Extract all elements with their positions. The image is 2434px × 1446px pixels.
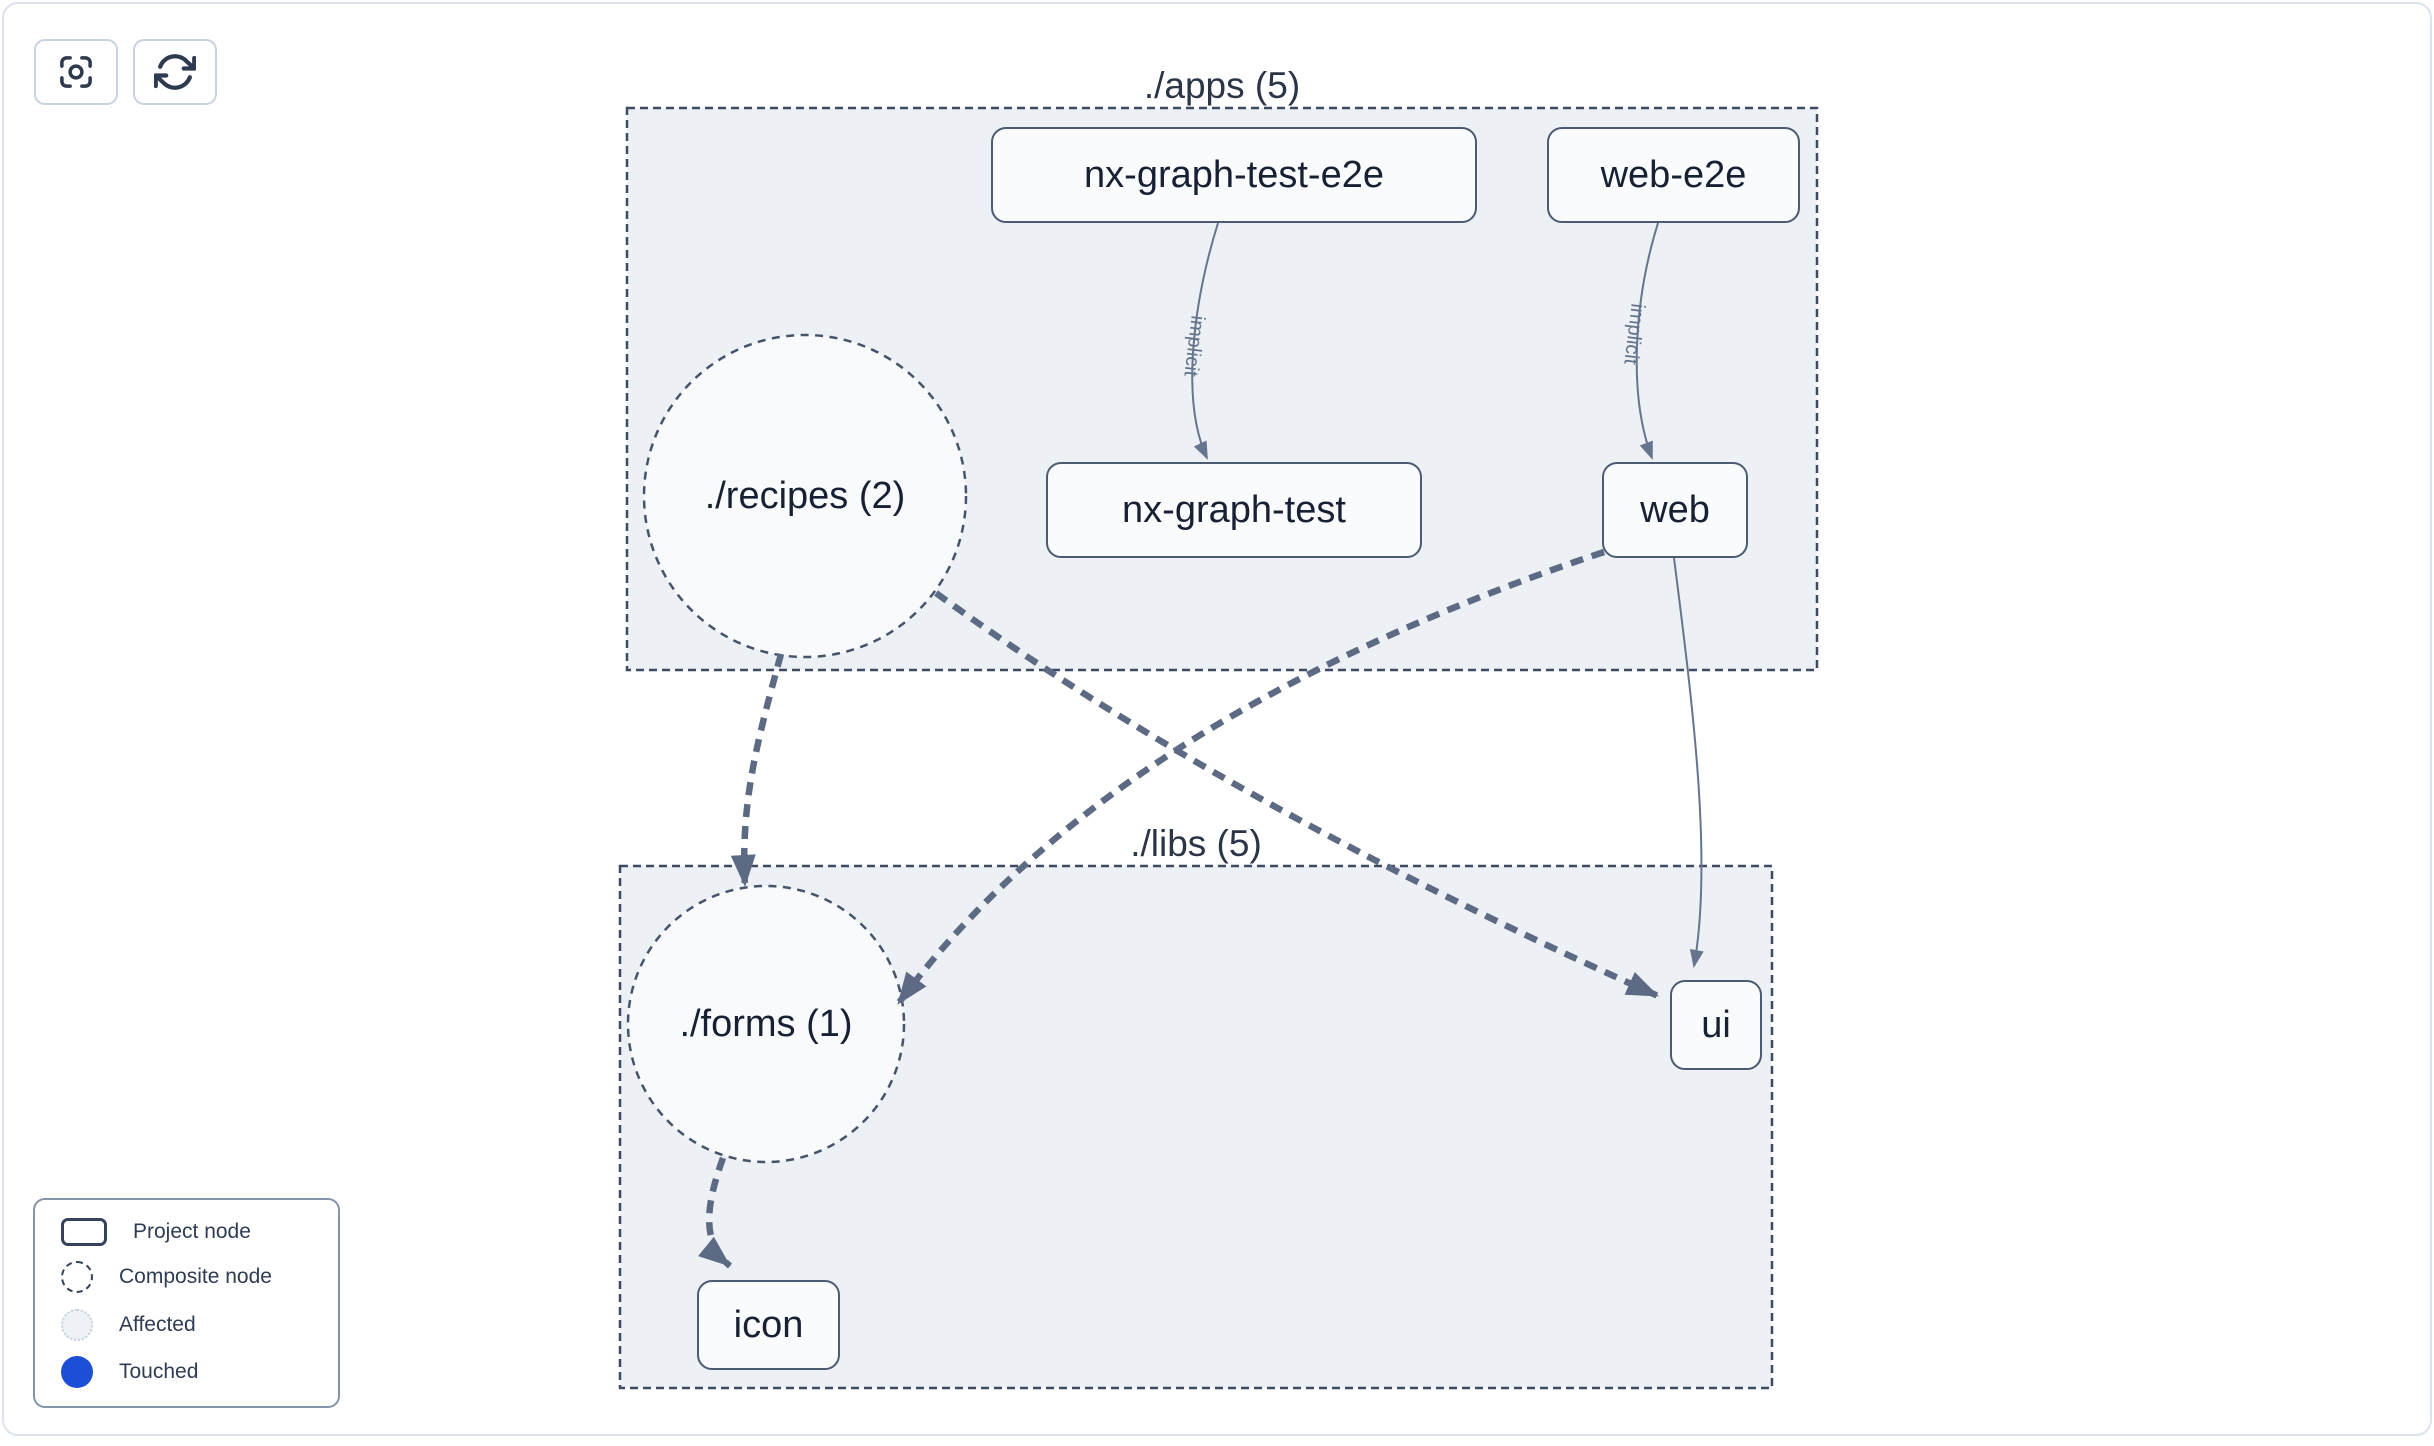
composite-forms-label[interactable]: ./forms (1) [679, 1002, 853, 1045]
edge-recipes-to-forms [730, 653, 785, 887]
edge-web-to-forms [895, 548, 1606, 1006]
affected-swatch [61, 1308, 93, 1341]
node-ui[interactable]: ui [1670, 980, 1762, 1070]
node-web[interactable]: web [1602, 462, 1748, 558]
legend-item-affected: Affected [35, 1308, 338, 1341]
composite-node-recipes[interactable] [642, 333, 968, 659]
edge-web-e2e-to-web [1635, 222, 1659, 460]
project-node-swatch [61, 1217, 107, 1246]
focus-icon [56, 52, 96, 92]
composite-recipes-label[interactable]: ./recipes (2) [704, 474, 906, 517]
edge-forms-to-icon [698, 1156, 733, 1269]
edge-recipes-to-ui [934, 590, 1660, 999]
edge-web-to-ui [1673, 557, 1704, 968]
node-nx-graph-test[interactable]: nx-graph-test [1046, 462, 1422, 558]
edge-nx-graph-test-e2e-to-nx-graph-test [1191, 222, 1219, 460]
node-nx-graph-test-e2e[interactable]: nx-graph-test-e2e [991, 127, 1477, 223]
legend-item-composite-node: Composite node [35, 1261, 338, 1294]
node-web-e2e[interactable]: web-e2e [1547, 127, 1800, 223]
legend-label: Touched [119, 1360, 199, 1384]
cluster-libs-label: ./libs (5) [1130, 823, 1262, 864]
legend-item-project-node: Project node [35, 1217, 338, 1246]
toolbar [34, 39, 217, 105]
legend-label: Composite node [119, 1265, 272, 1289]
refresh-icon [154, 51, 196, 93]
center-graph-button[interactable] [34, 39, 118, 105]
legend-item-touched: Touched [35, 1356, 338, 1389]
legend: Project node Composite node Affected Tou… [33, 1198, 340, 1408]
refresh-graph-button[interactable] [133, 39, 217, 105]
legend-label: Affected [119, 1312, 196, 1336]
composite-node-swatch [61, 1261, 93, 1294]
cluster-apps-label: ./apps (5) [1143, 65, 1301, 106]
node-icon[interactable]: icon [697, 1280, 840, 1370]
legend-label: Project node [133, 1219, 251, 1243]
composite-node-forms[interactable] [626, 884, 906, 1164]
touched-swatch [61, 1356, 93, 1389]
